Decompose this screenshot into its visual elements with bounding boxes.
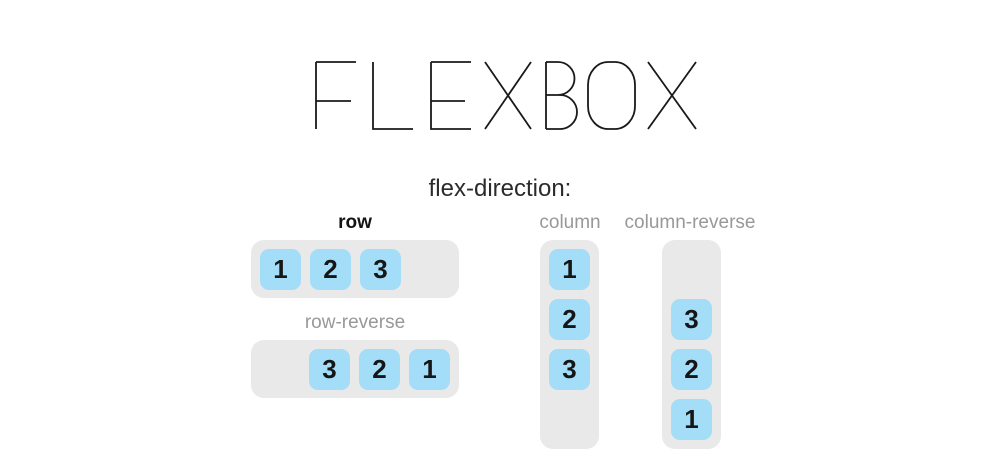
label-row: row (338, 212, 372, 233)
flex-item: 2 (671, 349, 712, 390)
container-column: 1 2 3 (540, 240, 599, 449)
letter-l (372, 62, 413, 130)
flex-item: 3 (549, 349, 590, 390)
flex-item: 1 (549, 249, 590, 290)
flex-item: 3 (671, 299, 712, 340)
letter-x2 (647, 61, 697, 130)
flex-item: 2 (310, 248, 351, 290)
flex-item: 3 (360, 248, 401, 290)
letter-x (484, 61, 532, 130)
letter-o (587, 61, 636, 130)
flex-item: 1 (671, 399, 712, 440)
letter-b (545, 61, 578, 130)
flexbox-title-lettering (315, 61, 697, 130)
letter-e (430, 61, 471, 130)
container-column-reverse: 1 2 3 (662, 240, 721, 449)
label-column: column (539, 212, 601, 233)
flex-item: 2 (359, 348, 400, 390)
label-row-reverse: row-reverse (304, 312, 406, 333)
label-column-reverse: column-reverse (624, 212, 756, 233)
flex-direction-heading: flex-direction: (428, 175, 572, 202)
letter-f (315, 61, 356, 129)
flex-item: 3 (309, 348, 350, 390)
flex-item: 2 (549, 299, 590, 340)
flex-item: 1 (409, 348, 450, 390)
page-title: FLEXBOX (0, 0, 1, 1)
flex-item: 1 (260, 248, 301, 290)
